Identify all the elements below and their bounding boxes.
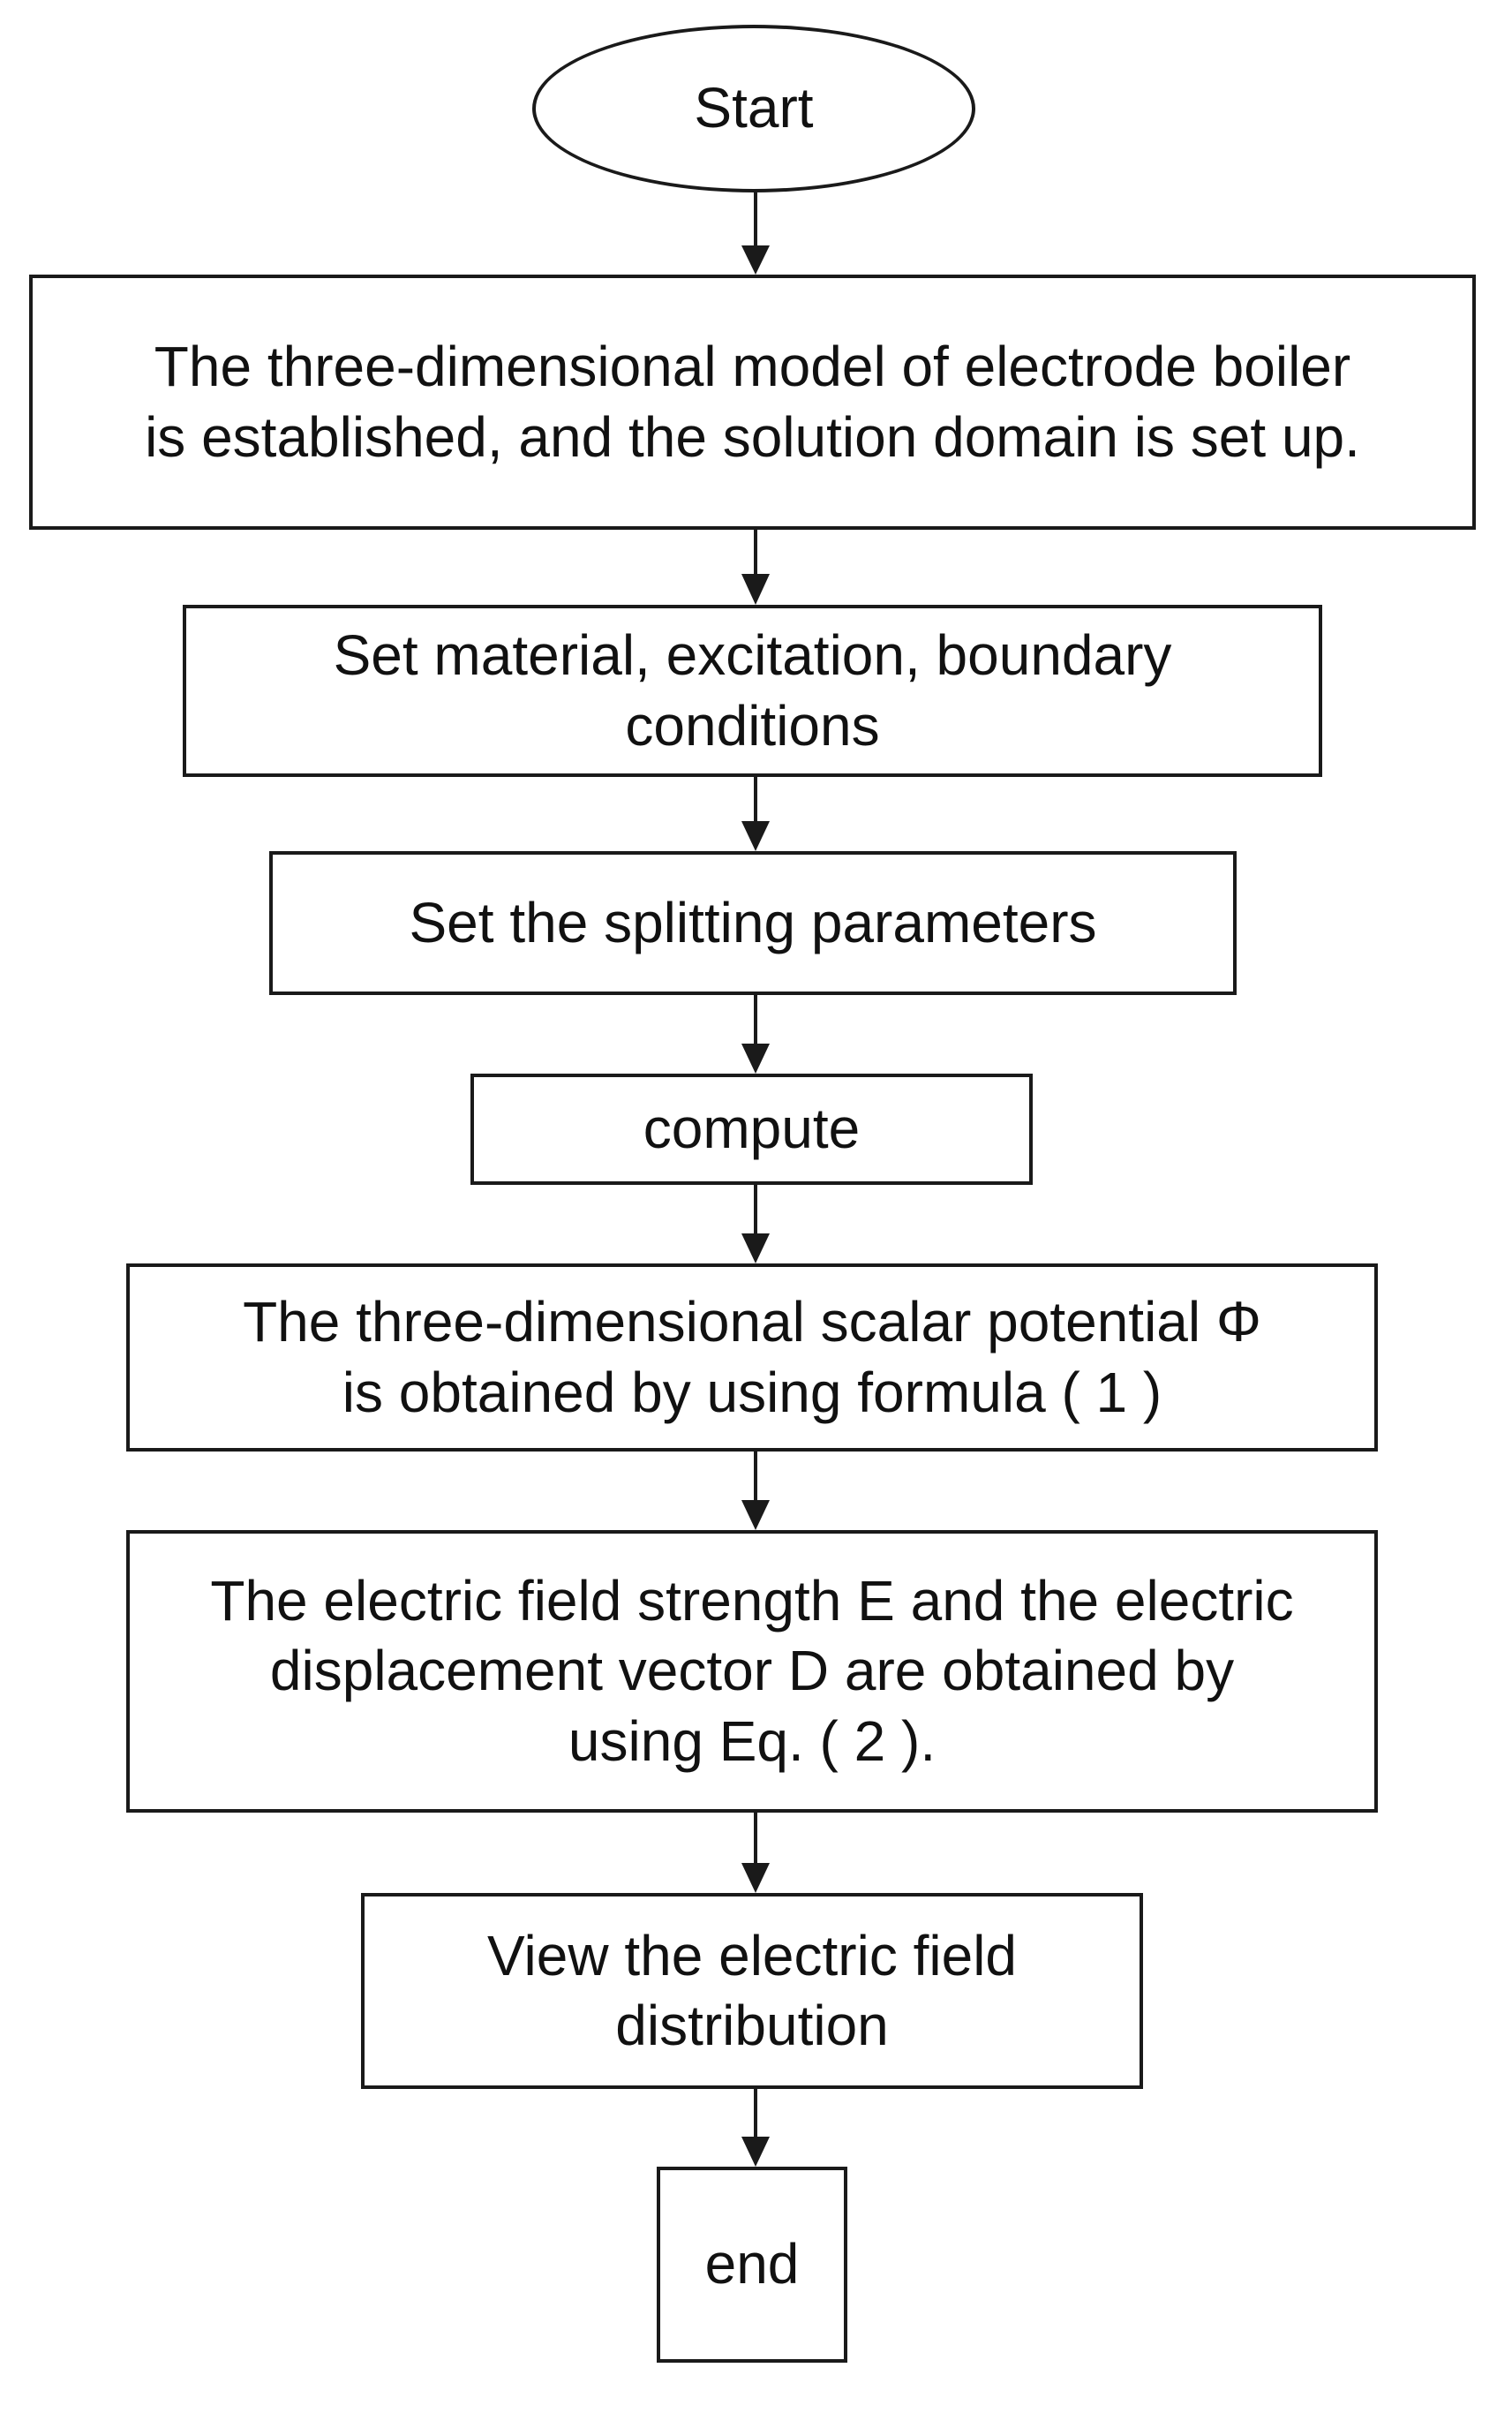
step-1-line-1: The three-dimensional model of electrode… [154, 335, 1351, 399]
step-4-box: compute [470, 1074, 1033, 1185]
arrowhead-7 [741, 1863, 770, 1893]
step-5-line-2: is obtained by using formula ( 1 ) [342, 1360, 1162, 1424]
step-1-box: The three-dimensional model of electrode… [29, 275, 1476, 530]
step-5-line-1: The three-dimensional scalar potential Φ [243, 1290, 1261, 1354]
arrowhead-4 [741, 1044, 770, 1074]
step-6-line-2: displacement vector D are obtained by [269, 1639, 1235, 1703]
arrowhead-1 [741, 245, 770, 275]
arrowhead-3 [741, 821, 770, 851]
end-node: end [657, 2167, 847, 2363]
step-2-box: Set material, excitation, boundary condi… [183, 605, 1322, 777]
arrowhead-6 [741, 1500, 770, 1530]
start-label: Start [694, 76, 814, 140]
step-7-box: View the electric field distribution [361, 1893, 1143, 2089]
step-1-line-2: is established, and the solution domain … [145, 404, 1360, 469]
step-3-box: Set the splitting parameters [269, 851, 1237, 995]
arrowhead-8 [741, 2137, 770, 2167]
step-5-box: The three-dimensional scalar potential Φ… [126, 1263, 1378, 1452]
end-label: end [704, 2232, 800, 2296]
step-6-line-1: The electric field strength E and the el… [210, 1568, 1294, 1633]
step-6-box: The electric field strength E and the el… [126, 1530, 1378, 1813]
step-4-line-1: compute [643, 1097, 861, 1161]
start-node: Start [532, 25, 975, 192]
step-2-line-2: conditions [625, 693, 880, 758]
step-7-line-1: View the electric field [487, 1923, 1017, 1987]
step-3-line-1: Set the splitting parameters [409, 890, 1097, 954]
arrowhead-2 [741, 574, 770, 605]
arrowhead-5 [741, 1233, 770, 1263]
step-2-line-1: Set material, excitation, boundary [333, 623, 1172, 688]
step-6-line-3: using Eq. ( 2 ). [568, 1708, 937, 1773]
step-7-line-2: distribution [615, 1994, 889, 2057]
